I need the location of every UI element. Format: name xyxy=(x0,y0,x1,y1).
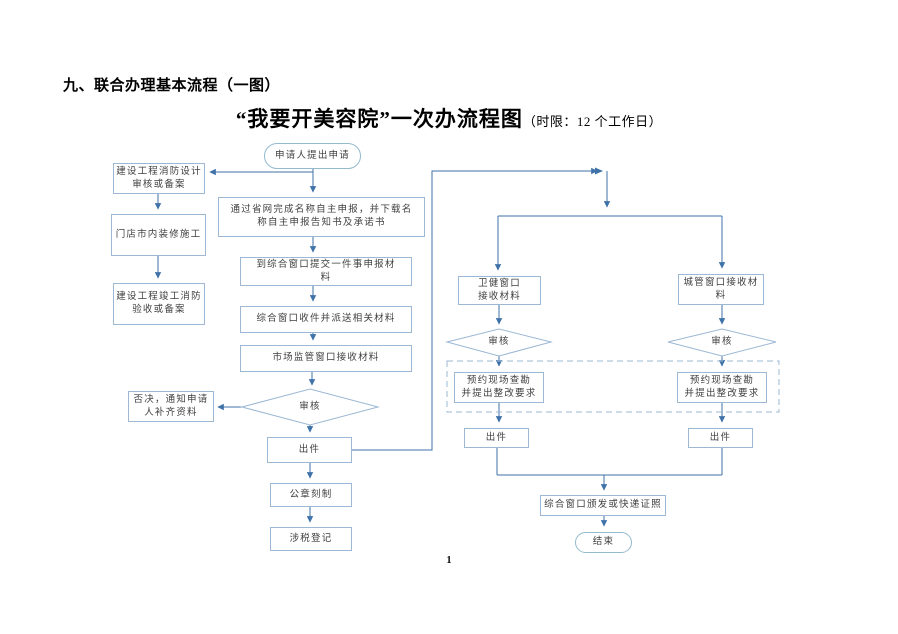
label-review-urban: 审核 xyxy=(711,337,733,347)
node-issue-urban: 出件 xyxy=(688,428,753,448)
node-issue-main: 出件 xyxy=(267,437,352,463)
label-review-health: 审核 xyxy=(488,337,510,347)
node-name-declare: 通过省网完成名称自主申报，并下载名 称自主申报告知书及承诺书 xyxy=(218,197,425,237)
section-heading: 九、联合办理基本流程（一图） xyxy=(63,77,281,94)
node-fire-design: 建设工程消防设计 审核或备案 xyxy=(113,163,205,194)
page-number: 1 xyxy=(446,555,452,566)
node-start: 申请人提出申请 xyxy=(264,143,361,169)
node-end: 结束 xyxy=(575,532,632,553)
node-issue-health: 出件 xyxy=(464,428,529,448)
diagram-title-main: “我要开美容院”一次办流程图 xyxy=(235,107,523,131)
node-reject-notice: 否决，通知申请 人补齐资料 xyxy=(128,391,214,422)
node-seal-engraving: 公章刻制 xyxy=(270,483,352,507)
node-fire-acceptance: 建设工程竣工消防 验收或备案 xyxy=(113,283,205,325)
node-renovation: 门店市内装修施工 xyxy=(111,214,206,256)
node-tax-registration: 涉税登记 xyxy=(270,527,352,551)
node-survey-health: 预约现场查勘 并提出整改要求 xyxy=(454,372,544,403)
diagram-title-note: （时限：12 个工作日） xyxy=(522,114,663,129)
node-submit-materials: 到综合窗口提交一件事申报材 料 xyxy=(240,257,412,286)
node-license-issue: 综合窗口颁发或快递证照 xyxy=(540,495,666,516)
label-review-main: 审核 xyxy=(299,402,321,412)
node-urban-receive: 城管窗口接收材 料 xyxy=(678,274,764,305)
node-market-receive: 市场监管窗口接收材料 xyxy=(240,345,412,372)
node-receive-dispatch: 综合窗口收件并派送相关材料 xyxy=(240,306,412,333)
node-health-receive: 卫健窗口 接收材料 xyxy=(458,276,541,305)
diagram-title: “我要开美容院”一次办流程图（时限：12 个工作日） xyxy=(0,103,898,133)
node-survey-urban: 预约现场查勘 并提出整改要求 xyxy=(677,372,767,403)
